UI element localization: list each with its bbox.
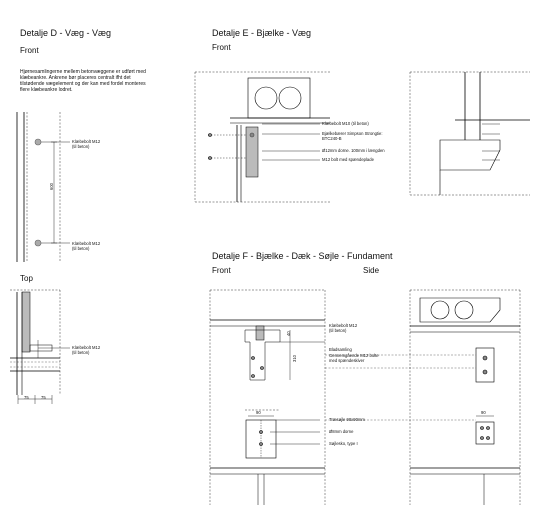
detail-d-front-label: Front	[20, 46, 39, 55]
detail-d-top-anchor-sub: (til beton)	[72, 350, 90, 355]
detail-e-title: Detalje E - Bjælke - Væg	[212, 28, 312, 38]
detail-d-dim-b: 75	[41, 395, 46, 400]
detail-e-front-label: Front	[212, 43, 231, 52]
detail-f-dim-90-side: 90	[481, 410, 486, 415]
detail-d-dim-vertical: 600	[49, 183, 54, 190]
detail-d-top-anchor-label: Klæbebolt M12	[72, 345, 101, 350]
detail-f-front-drawing	[209, 289, 326, 505]
detail-f-label-3: Træsøjle 90x90mm	[329, 417, 365, 422]
detail-f-label-5: Søjlesko, type I	[329, 441, 358, 446]
detail-d-title: Detalje D - Væg - Væg	[20, 28, 112, 38]
detail-f-label-1a: Klæbebolt M12	[329, 323, 358, 328]
detail-d-anchor-label-2: Klæbebolt M12	[72, 241, 101, 246]
detail-d-anchor-label-1: Klæbebolt M12	[72, 139, 101, 144]
detail-f-title: Detalje F - Bjælke - Dæk - Søjle - Funda…	[212, 251, 393, 261]
detail-f-dim-90-front: 90	[256, 410, 261, 415]
detail-e-label-2b: BTC240-B	[322, 136, 342, 141]
detail-f-label-2a: Bladsamling	[329, 347, 352, 352]
detail-e-front-drawing	[194, 71, 330, 203]
detail-f-dim-40: 40	[286, 331, 291, 336]
detail-e-label-3: Ø12mm dorne. 100mm i længden	[322, 148, 385, 153]
detail-d-anchor-sub-2: (til beton)	[72, 246, 90, 251]
detail-f-front-label: Front	[212, 266, 231, 275]
detail-f-side-drawing	[325, 289, 521, 505]
detail-f-label-2b: Gennemgående M12 bolte	[329, 353, 379, 358]
detail-d-note: Hjørnesamlingerne mellem betonvæggene er…	[20, 69, 146, 93]
detail-e-label-2a: Bjælkebærer Simpson Strongtie:	[322, 131, 383, 136]
detail-f-label-2c: med spændeskiver	[329, 358, 365, 363]
detail-d-top-drawing	[10, 289, 70, 404]
detail-e-side-drawing	[409, 71, 530, 196]
detail-f-label-1b: (til beton)	[329, 328, 347, 333]
detail-d-top-label: Top	[20, 274, 33, 283]
detail-f-side-label: Side	[363, 266, 380, 275]
detail-d-front-drawing	[16, 112, 70, 262]
detail-e-label-4: M12 bolt med spændeplade	[322, 157, 374, 162]
detail-d-anchor-sub-1: (til beton)	[72, 144, 90, 149]
detail-e-label-1: Klæbebolt M10 (til beton)	[322, 121, 369, 126]
detail-d-dim-a: 75	[24, 395, 29, 400]
detail-f-dim-310: 310	[292, 355, 297, 362]
detail-f-label-4: Ø8mm dorne	[329, 429, 354, 434]
